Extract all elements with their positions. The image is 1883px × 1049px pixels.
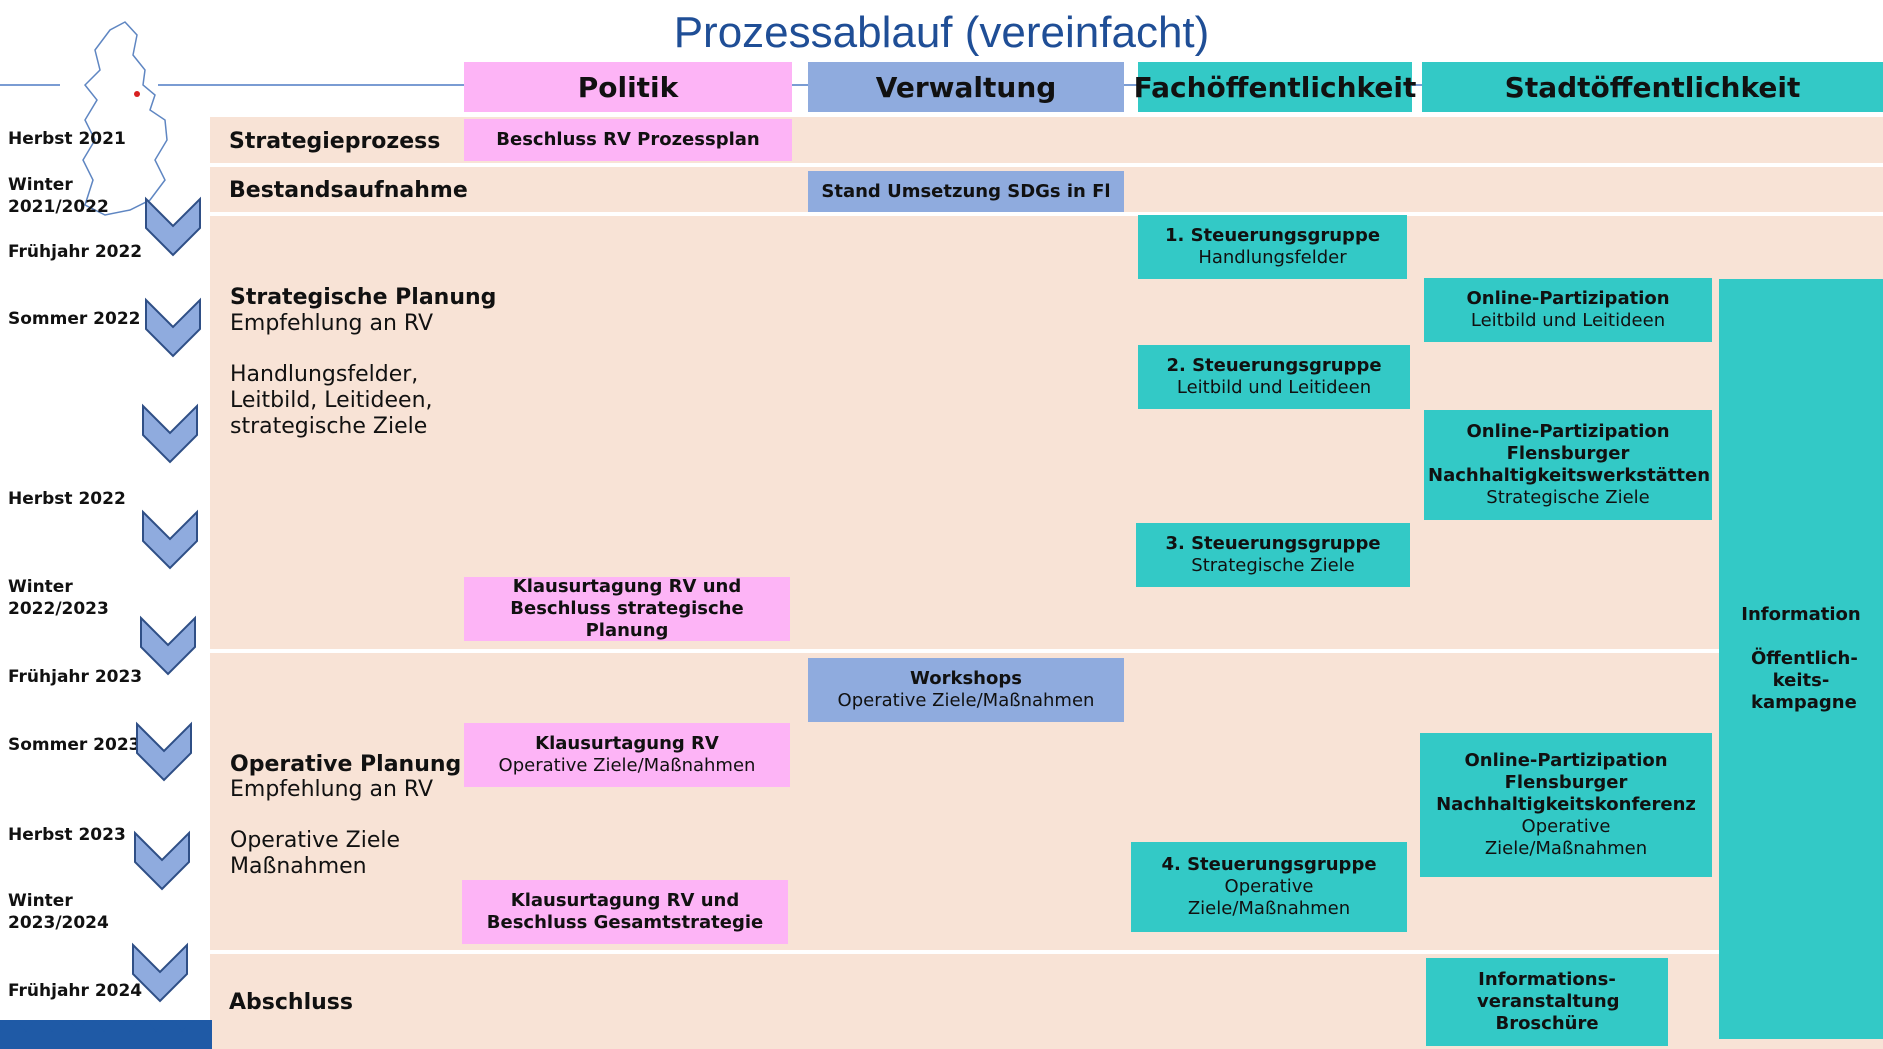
timeline-label: Winter 2022/2023 [8, 577, 109, 619]
box-klausurtagung-strategische-planung: Klausurtagung RV und Beschluss strategis… [464, 576, 790, 641]
phase-label-bestandsaufnahme: Bestandsaufnahme [229, 178, 468, 203]
phase-band-strategieprozess [210, 117, 1883, 163]
header-divider-line [0, 84, 60, 86]
timeline-label: Sommer 2022 [8, 309, 141, 329]
column-header-stadtoeffentlichkeit: Stadtöffentlichkeit [1422, 62, 1883, 112]
box-informationsveranstaltung: Informations-veranstaltung Broschüre [1426, 958, 1668, 1046]
chevron-down-icon [142, 509, 198, 570]
phase-detail-operative: Operative Ziele Maßnahmen [230, 828, 400, 879]
column-header-politik: Politik [464, 62, 792, 112]
box-information-kampagne: Information Öffentlich-keits-kampagne [1719, 279, 1883, 1039]
chevron-down-icon [145, 297, 201, 358]
timeline-label: Frühjahr 2024 [8, 981, 143, 1001]
column-header-verwaltung: Verwaltung [808, 62, 1124, 112]
phase-label-operative-planung: Operative Planung [230, 752, 462, 777]
chevron-down-icon [134, 830, 190, 891]
timeline-label: Winter 2023/2024 [8, 891, 109, 933]
timeline-label: Herbst 2021 [8, 129, 126, 149]
phase-label-abschluss: Abschluss [229, 990, 353, 1015]
phase-sublabel-operative: Empfehlung an RV [230, 777, 434, 802]
box-stand-sdgs: Stand Umsetzung SDGs in Fl [808, 171, 1124, 212]
chevron-down-icon [132, 942, 188, 1003]
phase-label-strategieprozess: Strategieprozess [229, 129, 441, 154]
phase-detail-strategische: Handlungsfelder, Leitbild, Leitideen, st… [230, 362, 433, 439]
timeline-label: Winter 2021/2022 [8, 175, 109, 217]
box-beschluss-prozessplan: Beschluss RV Prozessplan [464, 119, 792, 161]
chevron-down-icon [142, 403, 198, 464]
column-header-fachoeffentlichkeit: Fachöffentlichkeit [1134, 62, 1416, 112]
map-outline-icon [82, 21, 168, 216]
timeline-label: Herbst 2023 [8, 825, 126, 845]
phase-label-strategische-planung: Strategische Planung [230, 285, 497, 310]
timeline-label: Frühjahr 2022 [8, 242, 143, 262]
box-klausurtagung-gesamtstrategie: Klausurtagung RV und Beschluss Gesamtstr… [462, 880, 788, 944]
phase-sublabel-strategische: Empfehlung an RV [230, 311, 434, 336]
page-title: Prozessablauf (vereinfacht) [673, 8, 1210, 57]
box-online-partizipation-werkstaetten: Online-Partizipation Flensburger Nachhal… [1424, 410, 1712, 520]
timeline-label: Sommer 2023 [8, 735, 141, 755]
chevron-down-icon [145, 196, 201, 257]
chevron-down-icon [140, 615, 196, 676]
chevron-down-icon [136, 721, 192, 782]
timeline-label: Frühjahr 2023 [8, 667, 143, 687]
box-online-partizipation-konferenz: Online-Partizipation Flensburger Nachhal… [1420, 733, 1712, 877]
wave-decoration-icon [0, 1021, 212, 1032]
timeline-label: Herbst 2022 [8, 489, 126, 509]
